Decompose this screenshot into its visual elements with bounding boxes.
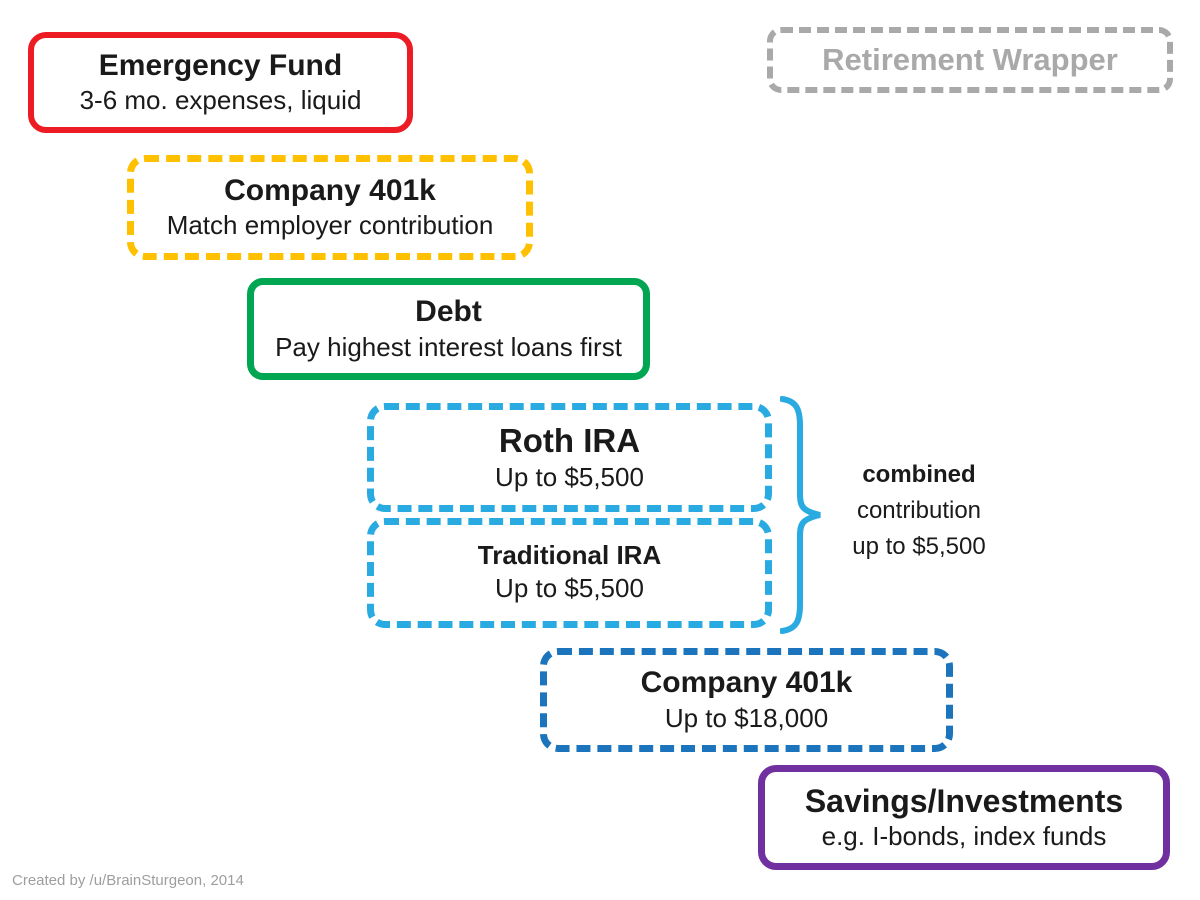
box-company-401k-max: Company 401k Up to $18,000 (540, 648, 953, 752)
box-subtitle: e.g. I-bonds, index funds (821, 821, 1107, 852)
box-subtitle: Up to $5,500 (495, 461, 644, 492)
box-savings-investments: Savings/Investments e.g. I-bonds, index … (758, 765, 1170, 870)
box-subtitle: Pay highest interest loans first (275, 331, 622, 362)
box-subtitle: Match employer contribution (166, 210, 494, 241)
box-title: Traditional IRA (477, 540, 662, 571)
curly-brace-icon (780, 396, 821, 634)
brace-note: combined contribution up to $5,500 (833, 457, 1005, 565)
box-subtitle: Up to $5,500 (495, 573, 644, 604)
box-subtitle: Up to $18,000 (664, 702, 829, 733)
brace-note-line3: up to $5,500 (852, 533, 986, 560)
box-title: Company 401k (640, 666, 853, 700)
box-debt: Debt Pay highest interest loans first (247, 278, 650, 380)
brace-note-line1: combined (862, 461, 976, 488)
box-company-401k-match: Company 401k Match employer contribution (127, 155, 533, 260)
credit-text: Created by /u/BrainSturgeon, 2014 (12, 872, 244, 889)
box-title: Emergency Fund (98, 48, 343, 82)
box-title: Company 401k (224, 173, 436, 207)
box-retirement-wrapper: Retirement Wrapper (767, 27, 1173, 93)
box-roth-ira: Roth IRA Up to $5,500 (367, 403, 772, 512)
box-title: Retirement Wrapper (822, 42, 1118, 78)
box-subtitle: 3-6 mo. expenses, liquid (79, 85, 362, 116)
brace-note-line2: contribution (856, 497, 982, 524)
box-traditional-ira: Traditional IRA Up to $5,500 (367, 518, 772, 628)
box-title: Debt (415, 295, 482, 329)
box-emergency-fund: Emergency Fund 3-6 mo. expenses, liquid (28, 32, 413, 133)
box-title: Roth IRA (498, 421, 641, 459)
box-title: Savings/Investments (804, 782, 1124, 819)
